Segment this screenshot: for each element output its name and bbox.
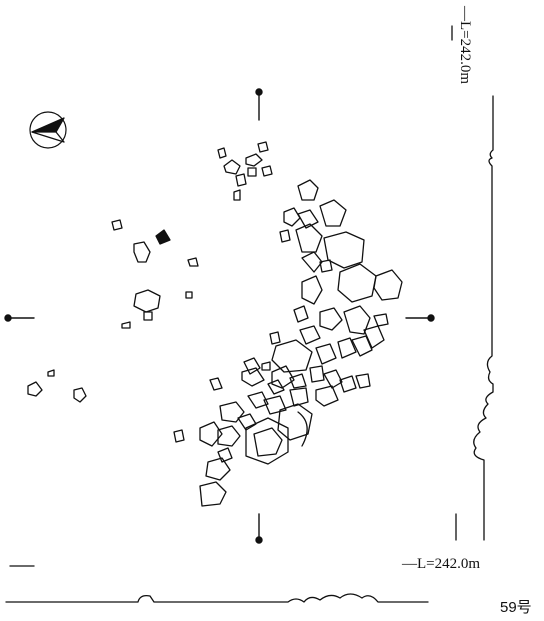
north-arrow-icon — [29, 111, 67, 149]
horizontal-section-profile — [5, 565, 429, 603]
level-label-horizontal: —L=242.0m — [402, 556, 481, 572]
level-label-vertical: —L=242.0m — [457, 6, 473, 85]
section-markers — [4, 88, 435, 544]
vertical-section-profile — [451, 25, 494, 541]
stone-cluster — [27, 141, 403, 507]
feature-number: 59号 — [500, 599, 532, 616]
